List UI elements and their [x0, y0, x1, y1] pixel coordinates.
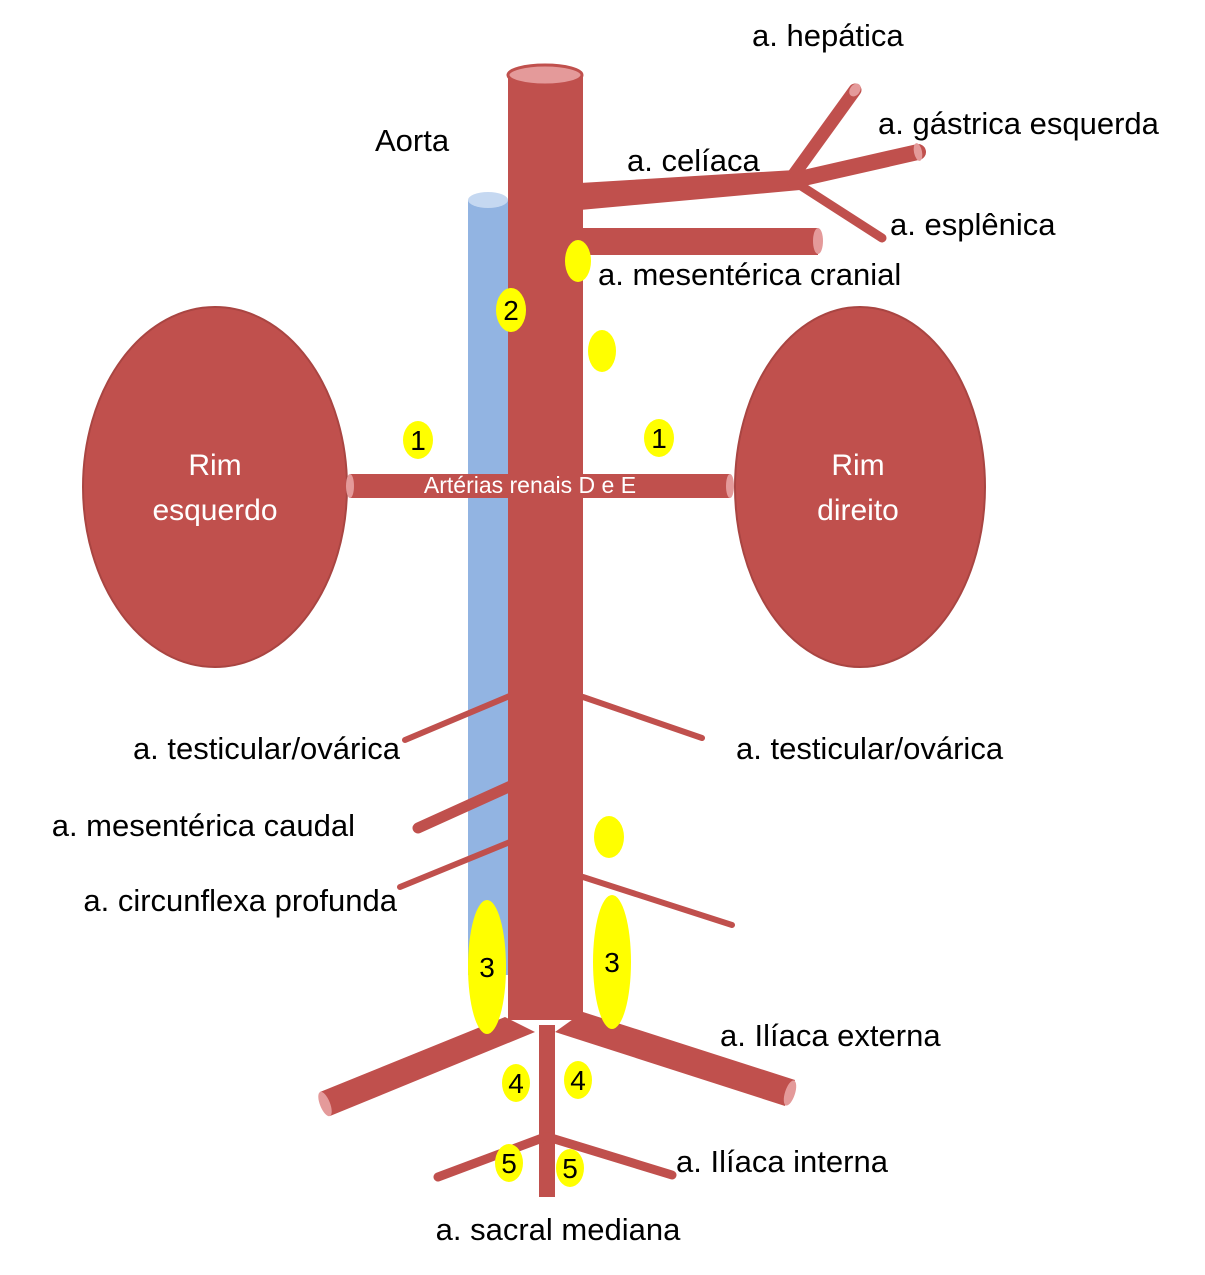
- label-iliaca-interna: a. Ilíaca interna: [676, 1144, 889, 1179]
- marker-4-left: [502, 1064, 530, 1102]
- marker-5-right-label: 5: [562, 1153, 578, 1184]
- marker-1-left: [403, 421, 433, 459]
- marker-dot-mid: [588, 330, 616, 372]
- label-sacral-mediana: a. sacral mediana: [436, 1212, 681, 1247]
- vena-cava-top: [468, 192, 508, 208]
- label-iliaca-externa: a. Ilíaca externa: [720, 1018, 941, 1053]
- kidney-left-label-1: Rim: [188, 449, 241, 482]
- kidney-left-label-2: esquerdo: [152, 494, 277, 527]
- celiac-trunk: [580, 170, 800, 210]
- renal-arteries-label: Artérias renais D e E: [424, 472, 636, 498]
- label-circunflexa-profunda: a. circunflexa profunda: [83, 883, 397, 918]
- marker-4-left-label: 4: [508, 1068, 524, 1099]
- label-aorta: Aorta: [375, 123, 450, 158]
- iliaca-externa-right-end: [783, 1080, 797, 1106]
- kidney-right: [734, 306, 986, 668]
- gastrica-end: [913, 143, 923, 161]
- kidney-right-label-2: direito: [817, 494, 899, 527]
- renal-end-right: [726, 474, 734, 498]
- sacral-mediana: [539, 1025, 555, 1197]
- marker-dot-low: [594, 816, 624, 858]
- marker-3-right: [593, 895, 631, 1029]
- label-mesenterica-cranial: a. mesentérica cranial: [598, 257, 901, 292]
- iliaca-interna-right: [543, 1132, 677, 1180]
- iliaca-interna-left: [433, 1132, 550, 1182]
- label-testicular-right: a. testicular/ovárica: [736, 731, 1004, 766]
- branch-circunflexa-right: [580, 874, 735, 928]
- branch-circunflexa-left: [397, 839, 513, 890]
- iliaca-externa-left-end: [318, 1091, 332, 1117]
- marker-2: [496, 288, 526, 332]
- kidney-right-label-1: Rim: [831, 449, 884, 482]
- branch-testicular-right: [580, 694, 705, 741]
- hepatica-end: [849, 83, 861, 97]
- marker-3-left: [468, 900, 506, 1034]
- branch-mesenterica-cranial: [580, 228, 818, 255]
- branch-hepatica: [783, 83, 862, 187]
- branch-mesenterica-caudal: [412, 779, 519, 834]
- kidney-left: [82, 306, 348, 668]
- marker-3-right-label: 3: [604, 947, 620, 978]
- marker-5-left: [495, 1144, 523, 1182]
- marker-3-left-label: 3: [479, 952, 495, 983]
- marker-5-right: [556, 1149, 584, 1187]
- iliaca-externa-right: [555, 1012, 795, 1106]
- branch-esplenica: [790, 177, 887, 243]
- marker-dot-upper: [565, 240, 591, 282]
- branch-testicular-left: [402, 692, 515, 743]
- branch-gastrica: [787, 144, 926, 188]
- marker-1-left-label: 1: [410, 425, 426, 456]
- label-celiaca: a. celíaca: [627, 143, 760, 178]
- label-hepatica: a. hepática: [752, 18, 904, 53]
- marker-4-right: [564, 1061, 592, 1099]
- marker-1-right-label: 1: [651, 423, 667, 454]
- aorta: [508, 75, 583, 1020]
- label-mesenterica-caudal: a. mesentérica caudal: [52, 808, 355, 843]
- label-esplenica: a. esplênica: [890, 207, 1056, 242]
- iliaca-externa-left: [320, 1017, 535, 1116]
- aorta-top: [506, 63, 584, 87]
- label-testicular-left: a. testicular/ovárica: [133, 731, 401, 766]
- marker-1-right: [644, 419, 674, 457]
- mesenterica-cranial-end: [813, 228, 823, 254]
- marker-5-left-label: 5: [501, 1148, 517, 1179]
- label-gastrica-esquerda: a. gástrica esquerda: [878, 106, 1160, 141]
- renal-end-left: [346, 474, 354, 498]
- marker-4-right-label: 4: [570, 1065, 586, 1096]
- marker-2-label: 2: [503, 295, 519, 326]
